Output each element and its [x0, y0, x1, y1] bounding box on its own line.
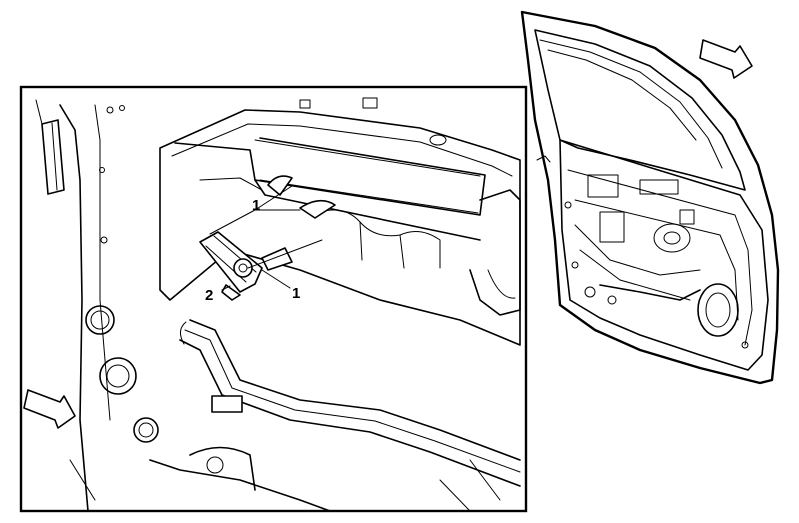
callout-2: 2 — [205, 287, 213, 304]
speaker-opening — [697, 283, 739, 337]
wire-clip — [211, 395, 243, 413]
door-inner-panel — [559, 139, 769, 371]
retainer-clips — [261, 175, 336, 271]
direction-arrow-icon — [699, 39, 753, 79]
clip-lower — [261, 247, 293, 271]
door-module-opening — [159, 109, 521, 346]
detail-inset-frame — [19, 85, 528, 513]
clip-upper-left — [267, 175, 293, 196]
callout-1-upper: 1 — [252, 197, 260, 214]
direction-arrow-icon — [23, 389, 76, 429]
clip-upper-right — [299, 199, 336, 219]
callout-1-lower: 1 — [292, 285, 300, 302]
drain-holes — [85, 305, 159, 443]
door-overview — [520, 10, 780, 385]
switch-connector — [233, 258, 253, 278]
wiring-channel — [189, 319, 521, 461]
detail-inset — [35, 97, 521, 512]
switch-assembly — [199, 231, 263, 301]
door-outer-frame — [520, 10, 780, 385]
inner-panel-edge — [59, 104, 89, 512]
callout-leaders — [209, 185, 323, 291]
